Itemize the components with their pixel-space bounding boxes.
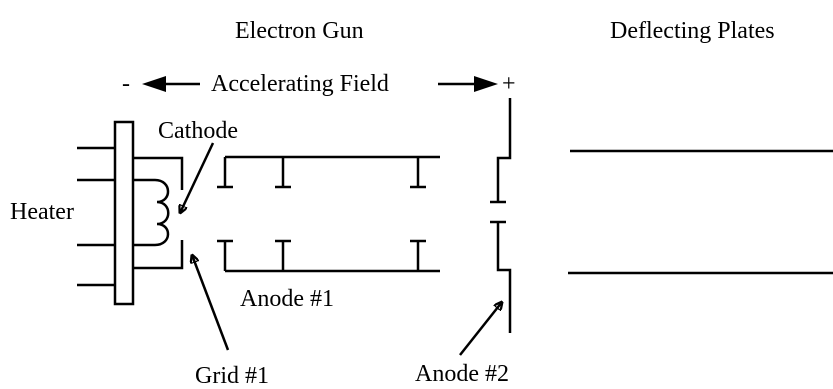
- cathode-lower: [133, 240, 184, 270]
- anode1-label: Anode #1: [240, 286, 334, 312]
- anode2-pointer: [459, 302, 502, 356]
- accelerating-field-label: Accelerating Field: [211, 71, 389, 97]
- grid1-pointer: [192, 255, 230, 351]
- anode1-cylinder: [217, 155, 440, 273]
- electron-gun-heading: Electron Gun: [235, 18, 364, 44]
- cathode-pointer: [180, 142, 215, 213]
- plus-sign: +: [502, 71, 516, 97]
- left-field-arrow: [142, 76, 200, 92]
- anode2-label: Anode #2: [415, 361, 509, 387]
- right-field-arrow: [438, 76, 498, 92]
- cathode: [133, 156, 184, 190]
- anode2: [490, 98, 512, 333]
- minus-sign: -: [122, 71, 130, 97]
- grid1-label: Grid #1: [195, 363, 269, 389]
- heater-coil: [133, 178, 170, 247]
- heater-label: Heater: [10, 199, 74, 225]
- deflecting-plates-heading: Deflecting Plates: [610, 18, 775, 44]
- cathode-label: Cathode: [158, 118, 238, 144]
- heater-wires: [77, 146, 115, 287]
- tube-base: [113, 120, 135, 306]
